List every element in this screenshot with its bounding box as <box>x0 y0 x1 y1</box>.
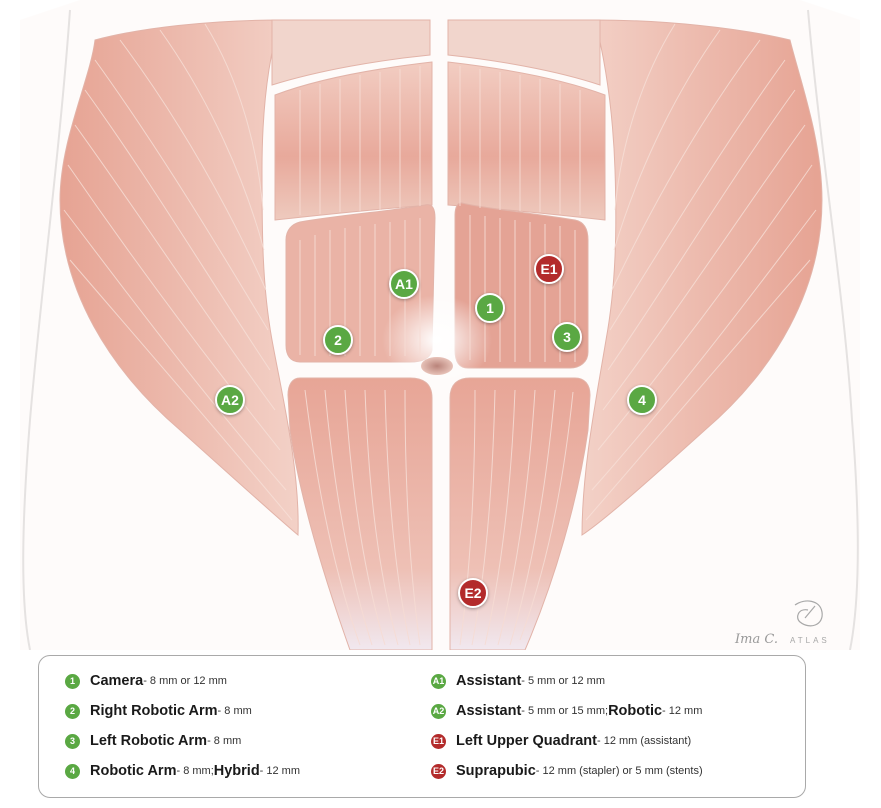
legend-title: Camera <box>90 673 144 689</box>
legend-item: 3 Left Robotic Arm - 8 mm <box>65 726 300 756</box>
port-marker-e2: E2 <box>458 578 488 608</box>
badge-icon: A1 <box>431 673 446 689</box>
badge-icon: 3 <box>65 733 80 749</box>
upper-rectus-left <box>274 61 433 221</box>
port-label: A1 <box>395 276 413 292</box>
badge-icon: 2 <box>65 703 80 719</box>
legend-title-secondary: Hybrid <box>213 763 260 779</box>
legend-title: Right Robotic Arm <box>90 703 218 719</box>
abdomen-illustration <box>22 9 859 650</box>
port-label: 3 <box>563 329 571 345</box>
port-label: 1 <box>486 300 494 316</box>
port-marker-2: 2 <box>323 325 353 355</box>
legend-detail: - 5 mm or 15 mm; <box>521 705 609 717</box>
legend-detail: - 8 mm <box>217 705 252 717</box>
legend-detail-secondary: - 12 mm <box>259 765 301 777</box>
badge-icon: 4 <box>65 763 80 779</box>
legend-detail: - 8 mm <box>207 735 242 747</box>
navel <box>421 357 453 375</box>
legend-title: Left Robotic Arm <box>90 733 208 749</box>
legend-title: Assistant <box>456 703 522 719</box>
legend-title-secondary: Robotic <box>608 703 663 719</box>
lower-rectus-left <box>287 377 433 650</box>
legend-detail: - 12 mm (stapler) or 5 mm (stents) <box>535 765 703 777</box>
legend-box: 1 Camera - 8 mm or 12 mm 2 Right Robotic A… <box>38 655 806 798</box>
legend-item: 4 Robotic Arm - 8 mm; Hybrid - 12 mm <box>65 756 300 786</box>
badge-icon: E2 <box>431 763 446 779</box>
legend-detail: - 8 mm; <box>176 765 214 777</box>
port-marker-a2: A2 <box>215 385 245 415</box>
port-label: 4 <box>638 392 646 408</box>
badge-icon: 1 <box>65 673 80 689</box>
port-label: A2 <box>221 392 239 408</box>
port-marker-4: 4 <box>627 385 657 415</box>
legend-item: 2 Right Robotic Arm - 8 mm <box>65 696 300 726</box>
port-marker-1: 1 <box>475 293 505 323</box>
port-label: E1 <box>540 261 558 277</box>
legend-detail: - 12 mm (assistant) <box>596 735 692 747</box>
legend-item: A2 Assistant - 5 mm or 15 mm; Robotic - 1… <box>431 696 703 726</box>
badge-icon: A2 <box>431 703 446 719</box>
legend-item: 1 Camera - 8 mm or 12 mm <box>65 666 300 696</box>
upper-rectus-top-left <box>271 19 431 86</box>
legend-item: E1 Left Upper Quadrant - 12 mm (assistant… <box>431 726 703 756</box>
legend-detail-secondary: - 12 mm <box>662 705 703 717</box>
legend-title: Suprapubic <box>456 763 536 779</box>
port-marker-a1: A1 <box>389 269 419 299</box>
legend-title: Left Upper Quadrant <box>456 733 597 749</box>
artist-signature: Ima C. <box>735 632 778 647</box>
port-marker-3: 3 <box>552 322 582 352</box>
legend-detail: - 8 mm or 12 mm <box>143 675 227 687</box>
legend-column-left: 1 Camera - 8 mm or 12 mm 2 Right Robotic A… <box>65 666 300 786</box>
body-outline <box>22 9 71 650</box>
legend-item: A1 Assistant - 5 mm or 12 mm <box>431 666 703 696</box>
body-outline <box>807 9 859 650</box>
legend-title: Robotic Arm <box>90 763 177 779</box>
atlas-watermark: ATLAS <box>790 636 830 645</box>
legend-item: E2 Suprapubic - 12 mm (stapler) or 5 mm (… <box>431 756 703 786</box>
legend-detail: - 5 mm or 12 mm <box>521 675 606 687</box>
upper-rectus-top-right <box>447 19 601 86</box>
port-marker-e1: E1 <box>534 254 564 284</box>
artist-logo <box>794 600 823 627</box>
port-label: 2 <box>334 332 342 348</box>
port-label: E2 <box>464 585 482 601</box>
lower-rectus-right <box>449 377 591 650</box>
badge-icon: E1 <box>431 733 446 749</box>
legend-title: Assistant <box>456 673 522 689</box>
